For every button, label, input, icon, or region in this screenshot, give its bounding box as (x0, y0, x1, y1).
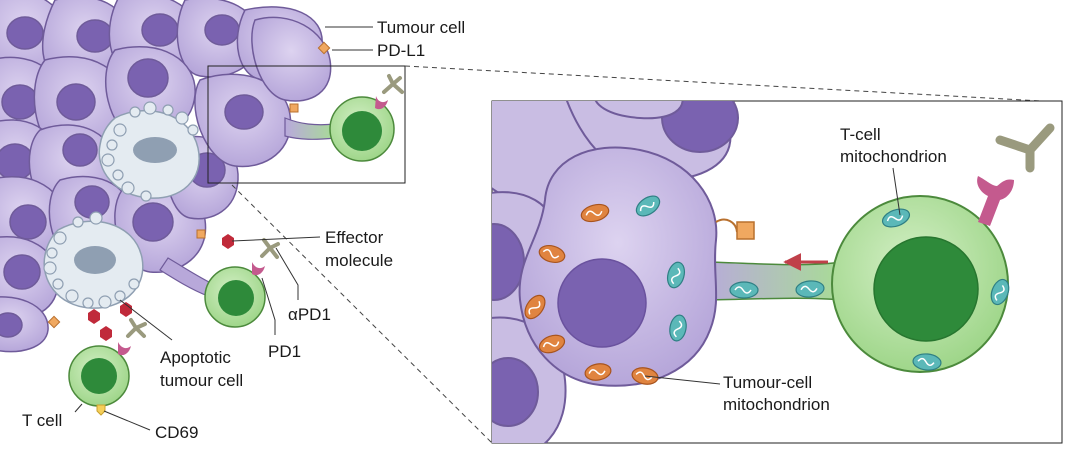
label-apd1: αPD1 (288, 305, 331, 324)
label-apoptotic-line2: tumour cell (160, 371, 243, 390)
t-cell-mitochondria (635, 195, 1010, 371)
label-tcell-mito-line1: T-cell (840, 125, 881, 144)
effector-molecules (88, 234, 234, 341)
label-tumour-mito-line1: Tumour-cell (723, 373, 812, 392)
pd-l1-markers (47, 41, 331, 329)
zoom-box (207, 65, 406, 184)
label-effector-line1: Effector (325, 228, 384, 247)
nanotube-bridge (699, 261, 843, 301)
zoom-connector (231, 184, 493, 444)
label-cd69: CD69 (155, 423, 198, 442)
tumour-cell-inset (518, 146, 718, 387)
cd69-marker (96, 404, 106, 416)
label-t-cell: T cell (22, 411, 62, 430)
t-cell-inset (831, 195, 1009, 373)
t-cell-middle (204, 238, 280, 328)
antibody-apd1 (995, 123, 1055, 173)
tumour-cell (0, 296, 49, 353)
tumour-mitochondria (524, 203, 659, 385)
t-cell-lower (68, 318, 147, 416)
tumour-cell (194, 73, 292, 168)
label-tcell-mito-line2: mitochondrion (840, 147, 947, 166)
label-pd-l1: PD-L1 (377, 41, 425, 60)
pd1-receptor (977, 176, 1014, 226)
pd-l1-inset (715, 218, 755, 240)
zoom-connector (404, 65, 1061, 103)
tumour-cell (176, 0, 259, 78)
label-effector-line2: molecule (325, 251, 393, 270)
label-tumour-mito-line2: mitochondrion (723, 395, 830, 414)
apoptotic-tumour-cell (98, 101, 200, 202)
tumour-tissue (0, 0, 404, 416)
label-tumour-cell: Tumour cell (377, 18, 465, 37)
leader-lines (74, 26, 901, 431)
zoom-inset (491, 100, 1063, 444)
t-cell-upper (329, 74, 404, 162)
apoptotic-tumour-cell (43, 211, 144, 309)
label-apoptotic-line1: Apoptotic (160, 348, 231, 367)
label-pd1: PD1 (268, 342, 301, 361)
